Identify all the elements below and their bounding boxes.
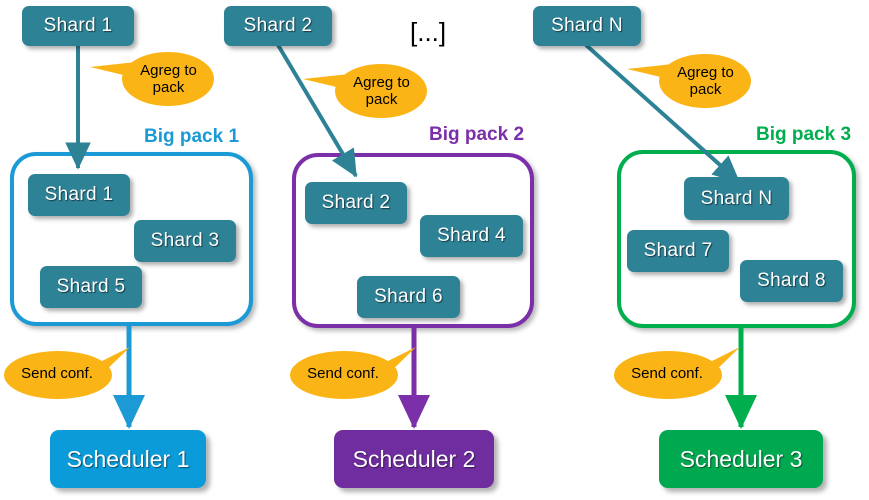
- top-shard-2-label: Shard 2: [243, 15, 313, 36]
- pack-3-shard-n-label: Shard N: [700, 187, 773, 209]
- top-shard-1[interactable]: Shard 1: [22, 6, 134, 46]
- ellipsis-label: [...]: [410, 17, 447, 47]
- send-conf-callout-1[interactable]: Send conf.: [2, 344, 134, 402]
- pack-2-shard-4[interactable]: Shard 4: [420, 215, 523, 257]
- agreg-callout-1-shape: [90, 52, 214, 106]
- pack-1-shard-5-label: Shard 5: [56, 276, 126, 297]
- pack-3-shard-8[interactable]: Shard 8: [740, 260, 843, 302]
- pack-title-1: Big pack 1: [144, 126, 240, 147]
- agreg-callout-3[interactable]: Agreg to pack: [627, 50, 752, 112]
- agreg-callout-2[interactable]: Agreg to pack: [303, 60, 428, 122]
- send-conf-callout-2[interactable]: Send conf.: [288, 344, 420, 402]
- pack-title-3: Big pack 3: [756, 124, 852, 145]
- scheduler-2-label: Scheduler 2: [352, 445, 476, 472]
- pack-3-shard-8-label: Shard 8: [757, 270, 826, 291]
- agreg-callout-1[interactable]: Agreg to pack: [90, 48, 215, 110]
- pack-2-shard-4-label: Shard 4: [437, 225, 506, 246]
- pack-3-shard-7[interactable]: Shard 7: [627, 230, 729, 272]
- top-shard-n[interactable]: Shard N: [533, 6, 641, 46]
- scheduler-1[interactable]: Scheduler 1: [50, 430, 206, 488]
- pack-title-2: Big pack 2: [429, 124, 525, 145]
- pack-1-shard-5[interactable]: Shard 5: [40, 266, 142, 308]
- pack-3-shard-n[interactable]: Shard N: [684, 177, 789, 220]
- scheduler-1-label: Scheduler 1: [66, 445, 190, 472]
- pack-1-shard-3-label: Shard 3: [150, 230, 220, 251]
- agreg-callout-2-shape: [303, 64, 427, 118]
- send-conf-callout-1-shape: [4, 347, 130, 399]
- send-conf-callout-3[interactable]: Send conf.: [612, 344, 744, 402]
- scheduler-3-label: Scheduler 3: [679, 445, 803, 472]
- send-conf-callout-2-shape: [290, 347, 416, 399]
- pack-2-shard-6-label: Shard 6: [374, 286, 443, 307]
- agreg-callout-3-shape: [627, 54, 751, 108]
- pack-2-shard-2-label: Shard 2: [321, 192, 391, 213]
- send-conf-callout-3-shape: [614, 347, 740, 399]
- pack-2-shard-6[interactable]: Shard 6: [357, 276, 460, 318]
- top-shard-2[interactable]: Shard 2: [224, 6, 332, 46]
- scheduler-2[interactable]: Scheduler 2: [334, 430, 494, 488]
- scheduler-3[interactable]: Scheduler 3: [659, 430, 823, 488]
- pack-1-shard-1-label: Shard 1: [44, 184, 114, 205]
- pack-1-shard-1[interactable]: Shard 1: [28, 174, 130, 216]
- top-shard-n-label: Shard N: [551, 15, 623, 36]
- pack-3-shard-7-label: Shard 7: [643, 240, 713, 261]
- top-shard-1-label: Shard 1: [43, 15, 113, 36]
- pack-1-shard-3[interactable]: Shard 3: [134, 220, 236, 262]
- pack-2-shard-2[interactable]: Shard 2: [305, 182, 407, 224]
